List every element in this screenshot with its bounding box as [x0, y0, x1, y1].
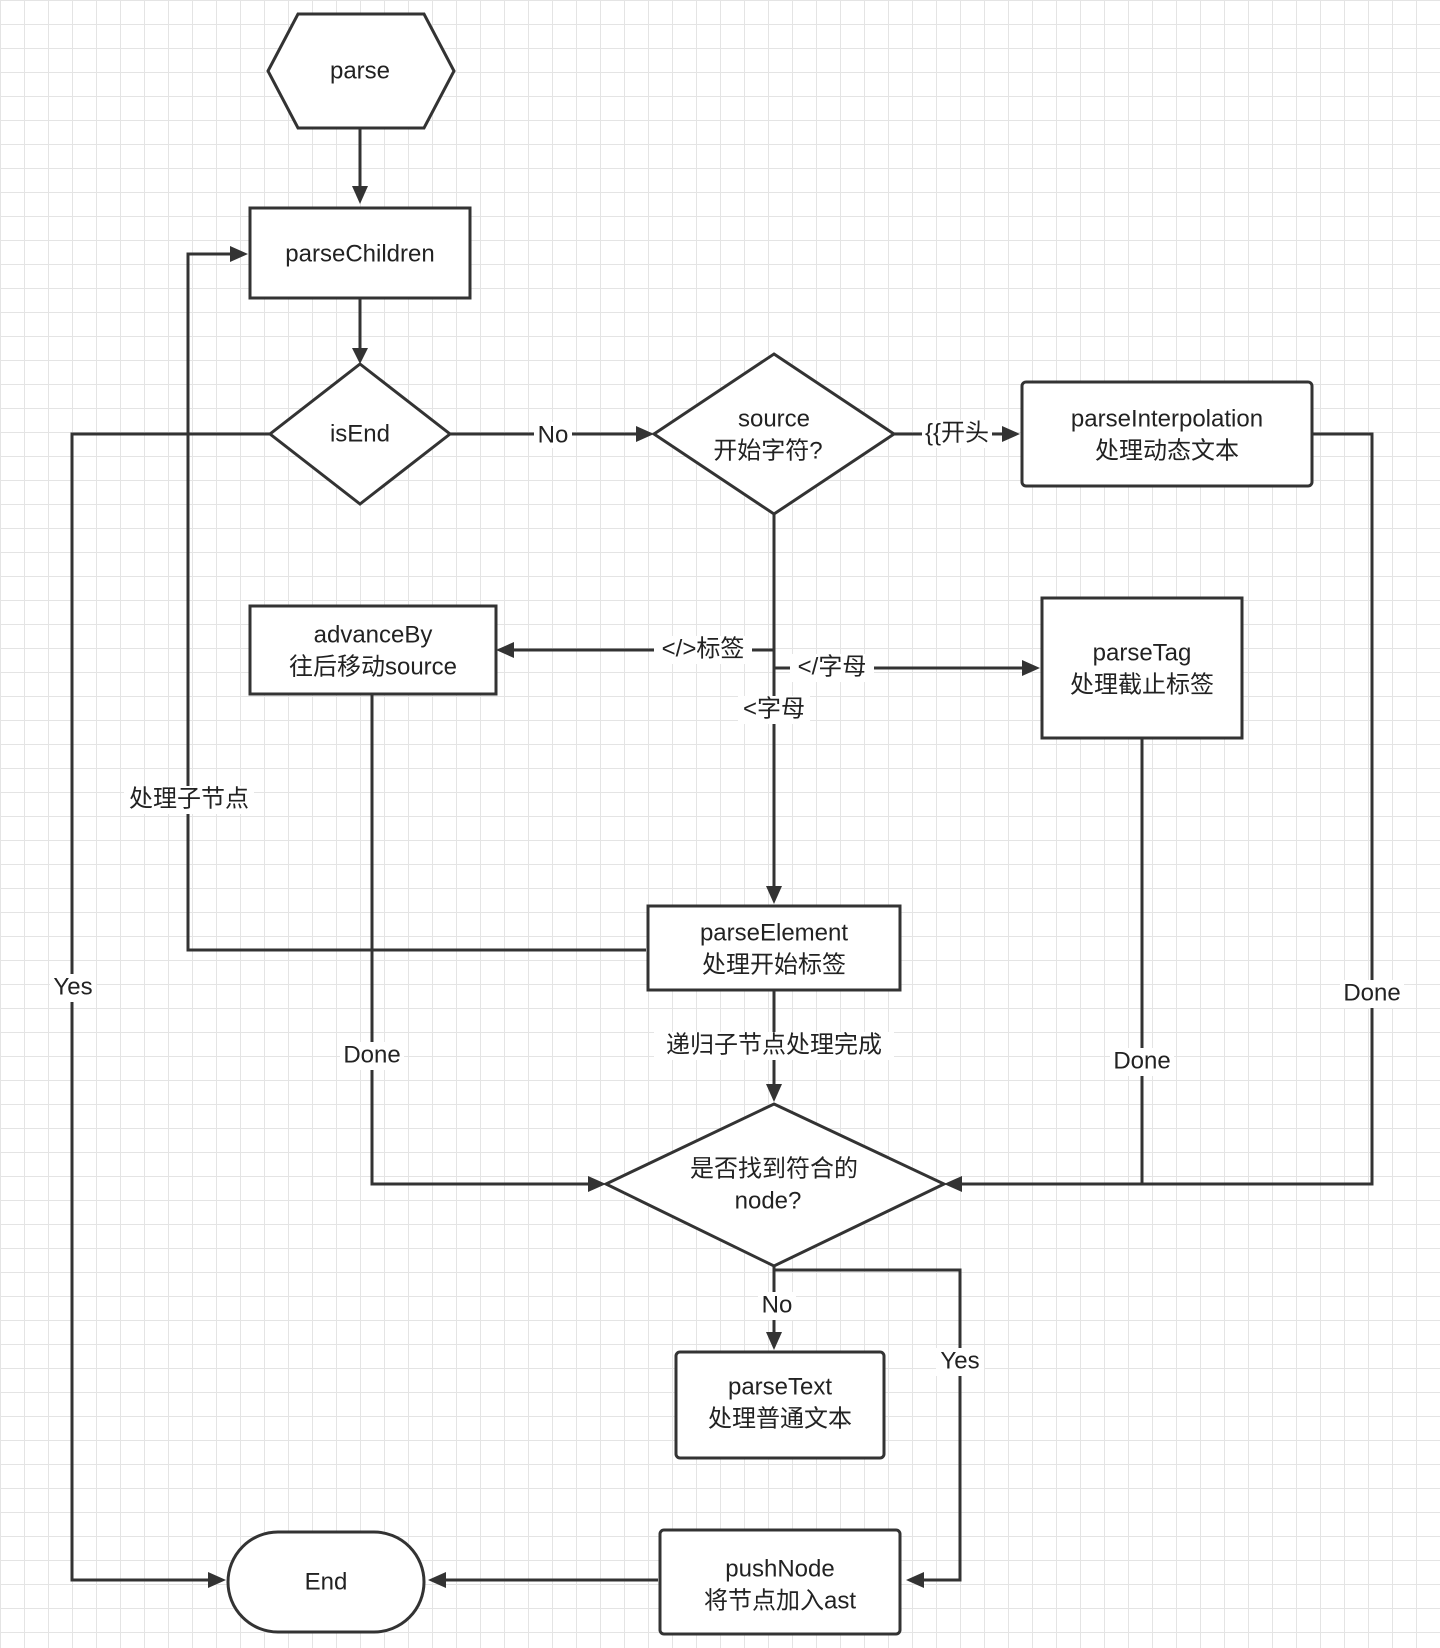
- label-closing-tag-text: </>标签: [662, 635, 745, 662]
- label-children-loop: 处理子节点: [124, 785, 254, 814]
- node-parsetext: parseText 处理普通文本: [674, 1350, 886, 1460]
- label-interp: {{开头: [922, 419, 992, 448]
- label-match-no-text: No: [762, 1291, 793, 1318]
- node-pushnode-line1: pushNode: [725, 1555, 834, 1582]
- label-tag-done-text: Done: [1113, 1047, 1170, 1074]
- node-advanceby: advanceBy 往后移动source: [248, 604, 498, 696]
- label-match-yes-text: Yes: [940, 1347, 979, 1374]
- node-source-line1: source: [738, 405, 810, 432]
- node-parseinterpolation: parseInterpolation 处理动态文本: [1020, 380, 1314, 488]
- node-parseinterpolation-line1: parseInterpolation: [1071, 405, 1263, 432]
- edge-parseinterpolation-to-match: [944, 432, 1374, 1192]
- node-parseelement: parseElement 处理开始标签: [646, 904, 902, 992]
- node-parsetag: parseTag 处理截止标签: [1040, 596, 1244, 740]
- label-isend-yes: Yes: [50, 973, 96, 1002]
- node-parseelement-line2: 处理开始标签: [702, 951, 846, 978]
- label-interp-done: Done: [1340, 979, 1404, 1008]
- edge-match-to-pushnode: [774, 1268, 962, 1588]
- edge-pushnode-to-end: [428, 1572, 658, 1588]
- node-parseelement-line1: parseElement: [700, 919, 848, 946]
- node-source-line2: 开始字符?: [713, 437, 822, 464]
- edge-parse-to-parsechildren: [352, 128, 368, 204]
- node-advanceby-line1: advanceBy: [314, 621, 433, 648]
- node-match-line1: 是否找到符合的: [690, 1155, 858, 1182]
- nodes: parse parseChildren isEnd source 开始字符? p…: [226, 12, 1314, 1636]
- node-isend: isEnd: [267, 362, 453, 506]
- label-recursive-done-text: 递归子节点处理完成: [666, 1031, 882, 1058]
- node-isend-label: isEnd: [330, 420, 390, 447]
- label-isend-yes-text: Yes: [53, 973, 92, 1000]
- label-close-letter: </字母: [790, 653, 874, 682]
- node-parsetext-line2: 处理普通文本: [708, 1405, 852, 1432]
- edge-parseelement-to-parsechildren: [186, 246, 646, 952]
- node-parsechildren: parseChildren: [248, 206, 472, 300]
- label-closing-tag: </>标签: [654, 635, 752, 664]
- node-parse: parse: [266, 12, 456, 130]
- edges: [70, 128, 1374, 1588]
- label-children-loop-text: 处理子节点: [129, 785, 249, 812]
- node-parsetag-line2: 处理截止标签: [1070, 671, 1214, 698]
- node-parsetext-line1: parseText: [728, 1373, 832, 1400]
- label-tag-done: Done: [1110, 1047, 1174, 1076]
- label-match-no: No: [758, 1291, 796, 1320]
- label-interp-done-text: Done: [1343, 979, 1400, 1006]
- node-parsechildren-label: parseChildren: [285, 240, 434, 267]
- node-parseinterpolation-line2: 处理动态文本: [1095, 437, 1239, 464]
- node-parsetag-line1: parseTag: [1093, 639, 1192, 666]
- node-match-line2: node?: [735, 1187, 802, 1214]
- label-isend-no: No: [534, 421, 572, 448]
- edge-advanceby-to-match: [370, 694, 606, 1192]
- label-advance-done-text: Done: [343, 1041, 400, 1068]
- node-parse-label: parse: [330, 57, 390, 84]
- label-recursive-done: 递归子节点处理完成: [654, 1031, 894, 1060]
- edge-labels: No Yes {{开头 </>标签 </字母 <字母 处理子节点 Done: [50, 419, 1404, 1376]
- label-open-letter: <字母: [738, 695, 810, 724]
- edge-parsechildren-to-isend: [352, 298, 368, 364]
- label-close-letter-text: </字母: [798, 653, 867, 680]
- label-isend-no-text: No: [538, 421, 569, 448]
- label-match-yes: Yes: [936, 1347, 984, 1376]
- label-advance-done: Done: [340, 1041, 404, 1070]
- node-pushnode: pushNode 将节点加入ast: [658, 1528, 902, 1636]
- node-advanceby-line2: 往后移动source: [289, 653, 457, 680]
- node-end: End: [226, 1530, 426, 1634]
- node-end-label: End: [305, 1568, 348, 1595]
- edge-isend-to-end: [70, 432, 270, 1588]
- label-interp-text: {{开头: [925, 419, 989, 446]
- node-pushnode-line2: 将节点加入ast: [704, 1587, 856, 1614]
- label-open-letter-text: <字母: [743, 695, 805, 722]
- node-source: source 开始字符?: [651, 352, 897, 516]
- node-match: 是否找到符合的 node?: [602, 1102, 948, 1268]
